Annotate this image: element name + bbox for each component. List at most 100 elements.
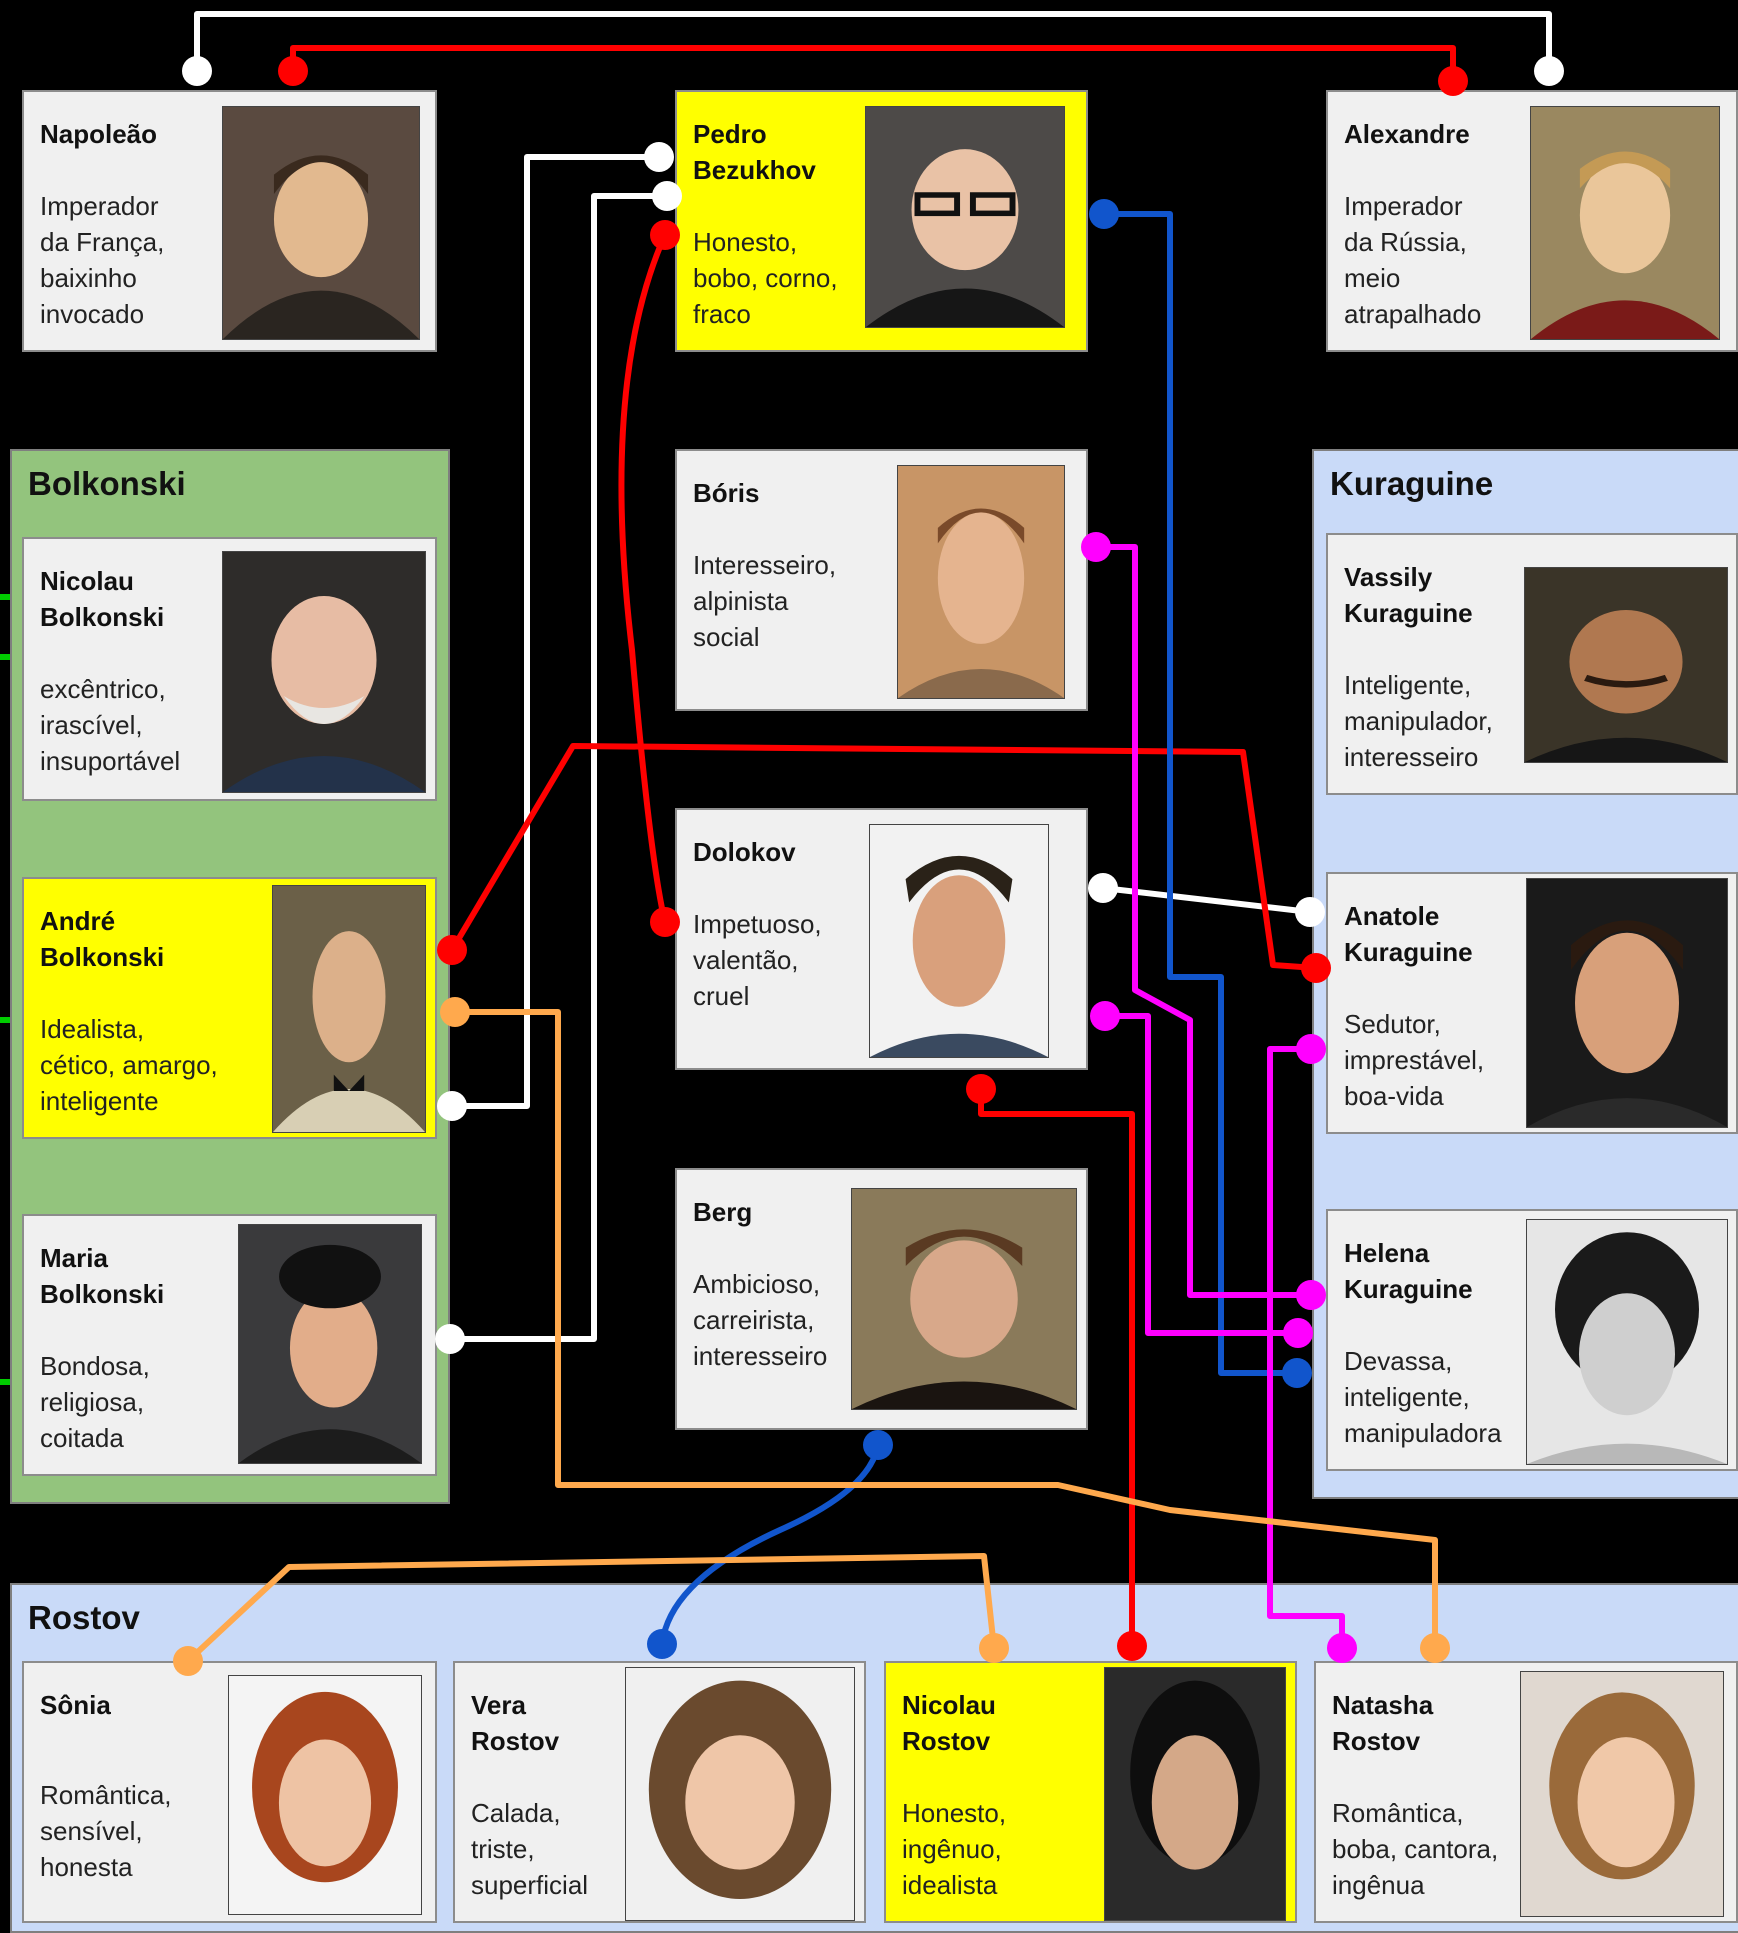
name-dolokov: Dolokov [693, 837, 796, 867]
name-andre: André Bolkonski [40, 906, 165, 972]
card-napoleao: Napoleão Imperador da França, baixinho i… [22, 90, 437, 352]
link-dot [182, 56, 212, 86]
name-alexandre: Alexandre [1344, 119, 1470, 149]
portrait-icon [625, 1667, 855, 1921]
name-nicolau-rostov: Nicolau Rostov [902, 1690, 996, 1756]
link-dot [1282, 1358, 1312, 1388]
desc-vassily: Inteligente, manipulador, interesseiro [1344, 670, 1493, 772]
link-dot [1089, 199, 1119, 229]
link-dot [647, 1629, 677, 1659]
link-dot [644, 142, 674, 172]
link-boris-helena-magenta [1096, 544, 1311, 1298]
desc-nicolau-rostov: Honesto, ingênuo, idealista [902, 1798, 1007, 1900]
desc-napoleao: Imperador da França, baixinho invocado [40, 191, 165, 329]
portrait-icon [1524, 567, 1728, 763]
portrait-icon [1104, 1667, 1286, 1921]
desc-dolokov: Impetuoso, valentão, cruel [693, 909, 822, 1011]
card-boris: Bóris Interesseiro, alpinista social [675, 449, 1088, 711]
link-napoleao-alexandre-red [290, 45, 1456, 81]
desc-sonia: Romântica, sensível, honesta [40, 1780, 172, 1882]
name-nicolau-bolkonski: Nicolau Bolkonski [40, 566, 165, 632]
portrait-icon [272, 885, 426, 1133]
link-dot [966, 1074, 996, 1104]
group-title-rostov: Rostov [28, 1599, 140, 1636]
link-andre-natasha-orange [455, 1009, 1438, 1648]
desc-boris: Interesseiro, alpinista social [693, 550, 837, 652]
desc-pedro: Honesto, bobo, corno, fraco [693, 227, 838, 329]
portrait-icon [1520, 1671, 1724, 1917]
link-dot [437, 1091, 467, 1121]
link-pedro-dolokov-red [618, 233, 668, 923]
link-sonia-nicolau-rostov-orange [185, 1553, 997, 1664]
link-dot [1295, 897, 1325, 927]
name-berg: Berg [693, 1197, 753, 1227]
link-dot [1327, 1633, 1357, 1663]
portrait-icon [1530, 106, 1720, 340]
group-title-bolkonski: Bolkonski [28, 465, 186, 502]
card-anatole: Anatole Kuraguine Sedutor, imprestável, … [1326, 872, 1738, 1134]
link-andre-anatole-red [449, 743, 1317, 971]
desc-alexandre: Imperador da Rússia, meio atrapalhado [1344, 191, 1482, 329]
desc-vera: Calada, triste, superficial [471, 1798, 589, 1900]
desc-maria: Bondosa, religiosa, coitada [40, 1351, 150, 1453]
link-dot [1301, 953, 1331, 983]
link-dot [979, 1633, 1009, 1663]
card-vera: Vera Rostov Calada, triste, superficial [453, 1661, 866, 1923]
card-helena: Helena Kuraguine Devassa, inteligente, m… [1326, 1209, 1738, 1471]
card-andre: André Bolkonski Idealista, cético, amarg… [22, 877, 437, 1139]
card-alexandre: Alexandre Imperador da Rússia, meio atra… [1326, 90, 1738, 352]
name-sonia: Sônia [40, 1690, 111, 1720]
portrait-icon [222, 106, 420, 340]
name-vassily: Vassily Kuraguine [1344, 562, 1473, 628]
link-dot [1534, 56, 1564, 86]
name-natasha: Natasha Rostov [1332, 1690, 1434, 1756]
link-dot [1420, 1633, 1450, 1663]
portrait-icon [851, 1188, 1077, 1410]
card-vassily: Vassily Kuraguine Inteligente, manipulad… [1326, 533, 1738, 795]
portrait-icon [222, 551, 426, 793]
link-pedro-helena-blue [1104, 211, 1297, 1376]
link-dot [173, 1646, 203, 1676]
portrait-icon [238, 1224, 422, 1464]
card-nicolau-bolkonski: Nicolau Bolkonski excêntrico, irascível,… [22, 537, 437, 801]
link-dot [435, 1324, 465, 1354]
desc-helena: Devassa, inteligente, manipuladora [1344, 1346, 1502, 1448]
name-helena: Helena Kuraguine [1344, 1238, 1473, 1304]
link-pedro-andre-white [452, 154, 659, 1109]
link-dot [1438, 66, 1468, 96]
name-maria: Maria Bolkonski [40, 1243, 165, 1309]
desc-andre: Idealista, cético, amargo, inteligente [40, 1014, 218, 1116]
name-boris: Bóris [693, 478, 760, 508]
link-dot [1283, 1318, 1313, 1348]
portrait-icon [228, 1675, 422, 1915]
link-dolokov-nicolau-rostov-red [978, 1089, 1135, 1646]
portrait-icon [869, 824, 1049, 1058]
link-dot [1117, 1631, 1147, 1661]
card-maria: Maria Bolkonski Bondosa, religiosa, coit… [22, 1214, 437, 1476]
portrait-icon [1526, 1219, 1728, 1465]
link-dot [437, 935, 467, 965]
desc-nicolau-bolkonski: excêntrico, irascível, insuportável [40, 674, 181, 776]
link-dot [1296, 1280, 1326, 1310]
desc-natasha: Romântica, boba, cantora, ingênua [1332, 1798, 1499, 1900]
link-dot [652, 181, 682, 211]
card-nicolau-rostov: Nicolau Rostov Honesto, ingênuo, idealis… [884, 1661, 1297, 1923]
link-dot [650, 907, 680, 937]
link-dot [440, 997, 470, 1027]
link-dot [863, 1430, 893, 1460]
name-napoleao: Napoleão [40, 119, 158, 149]
link-dot [1090, 1001, 1120, 1031]
card-sonia: Sônia Romântica, sensível, honesta [22, 1661, 437, 1923]
link-dolokov-helena-magenta [1105, 1013, 1298, 1336]
link-pedro-maria-white [450, 193, 667, 1342]
portrait-icon [1526, 878, 1728, 1128]
link-napoleao-alexandre-white [194, 11, 1552, 71]
card-berg: Berg Ambicioso, carreirista, interesseir… [675, 1168, 1088, 1430]
link-berg-vera-blue [659, 1444, 881, 1645]
card-dolokov: Dolokov Impetuoso, valentão, cruel [675, 808, 1088, 1070]
desc-anatole: Sedutor, imprestável, boa-vida [1344, 1009, 1485, 1111]
link-dot [1296, 1034, 1326, 1064]
card-natasha: Natasha Rostov Romântica, boba, cantora,… [1314, 1661, 1738, 1923]
desc-berg: Ambicioso, carreirista, interesseiro [693, 1269, 828, 1371]
